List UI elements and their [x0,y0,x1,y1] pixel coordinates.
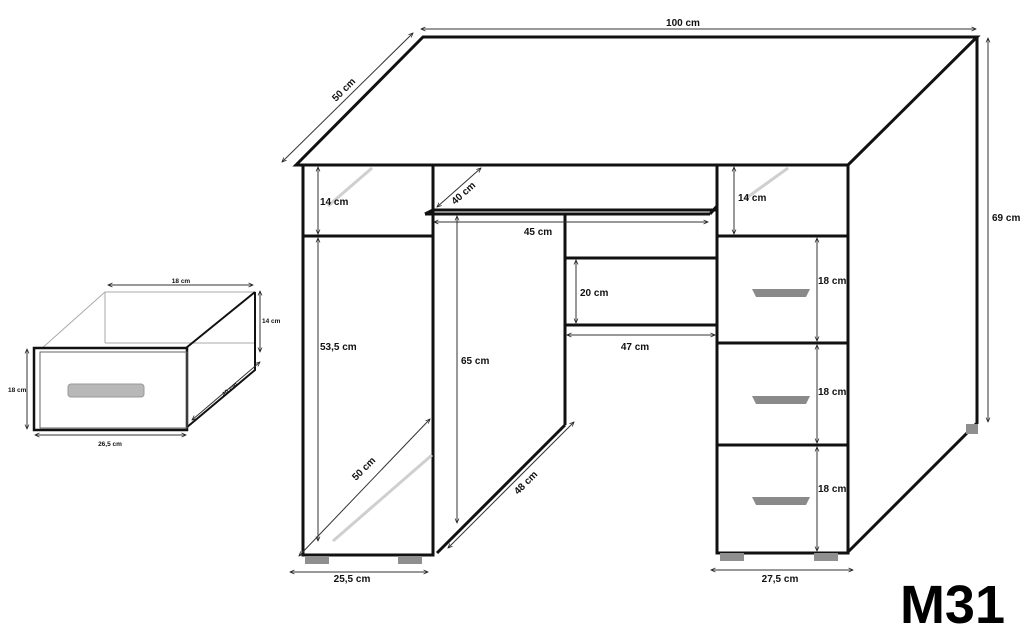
top-compartment-left-label: 14 cm [320,197,348,208]
keyboard-width-label: 45 cm [524,227,552,238]
drawer-2-label: 18 cm [818,387,846,398]
drawer-handle-icon [752,289,810,297]
drawer-front-inner [39,351,188,429]
desk-top [292,35,981,167]
drawer-depth-label: 40 cm [221,381,240,398]
drawer-inner-width-label: 18 cm [172,278,191,285]
dim-line-drawer-depth [192,362,260,420]
dim-line-knee-depth [448,422,574,548]
desk [292,35,981,564]
dim-line-keyboard-depth [437,168,481,207]
drawer-detail: 18 cm 14 cm 18 cm 40 cm 26,5 cm [8,278,281,448]
dim-line-depth [282,33,413,162]
drawer-front-height-label: 18 cm [8,387,27,394]
shelf-height-label: 20 cm [580,288,608,299]
drawer-handle-icon [752,497,810,505]
desk-width-label: 100 cm [666,18,700,29]
drawer-1-label: 18 cm [818,276,846,287]
desk-depth-label: 50 cm [330,76,358,104]
desk-foot [398,556,422,564]
drawer-inner-height-label: 14 cm [262,318,281,325]
reflection-line [744,166,789,201]
drawer-3-label: 18 cm [818,484,846,495]
desk-right-side [846,37,979,554]
drawer-box-top-right [185,291,256,349]
left-inner-depth-label: 50 cm [350,455,378,483]
left-pedestal [301,163,435,557]
knee-divider [563,214,717,327]
drawer-handle-icon [752,396,810,404]
drawer-front-width-label: 26,5 cm [98,441,122,448]
desk-foot [720,553,744,561]
right-pedestal [715,163,850,555]
desk-height-label: 69 cm [992,213,1020,224]
knee-height-label: 65 cm [461,356,489,367]
reflection-line [327,166,373,208]
left-door-height-label: 53,5 cm [320,342,357,353]
desk-foot [966,424,978,434]
drawer-handle-icon [67,383,145,398]
reflection-line [332,453,433,543]
drawer-box-right-side [185,292,256,429]
right-width-label: 27,5 cm [762,574,799,585]
dim-line-left-inner-depth [299,419,430,556]
left-width-label: 25,5 cm [334,574,371,585]
keyboard-depth-label: 40 cm [450,180,479,207]
desk-foot [305,556,329,564]
top-compartment-right-label: 14 cm [738,193,766,204]
knee-floor-edge [435,423,567,555]
desk-foot [814,553,838,561]
knee-width-label: 47 cm [621,342,649,353]
model-code: M31 [900,575,1005,633]
